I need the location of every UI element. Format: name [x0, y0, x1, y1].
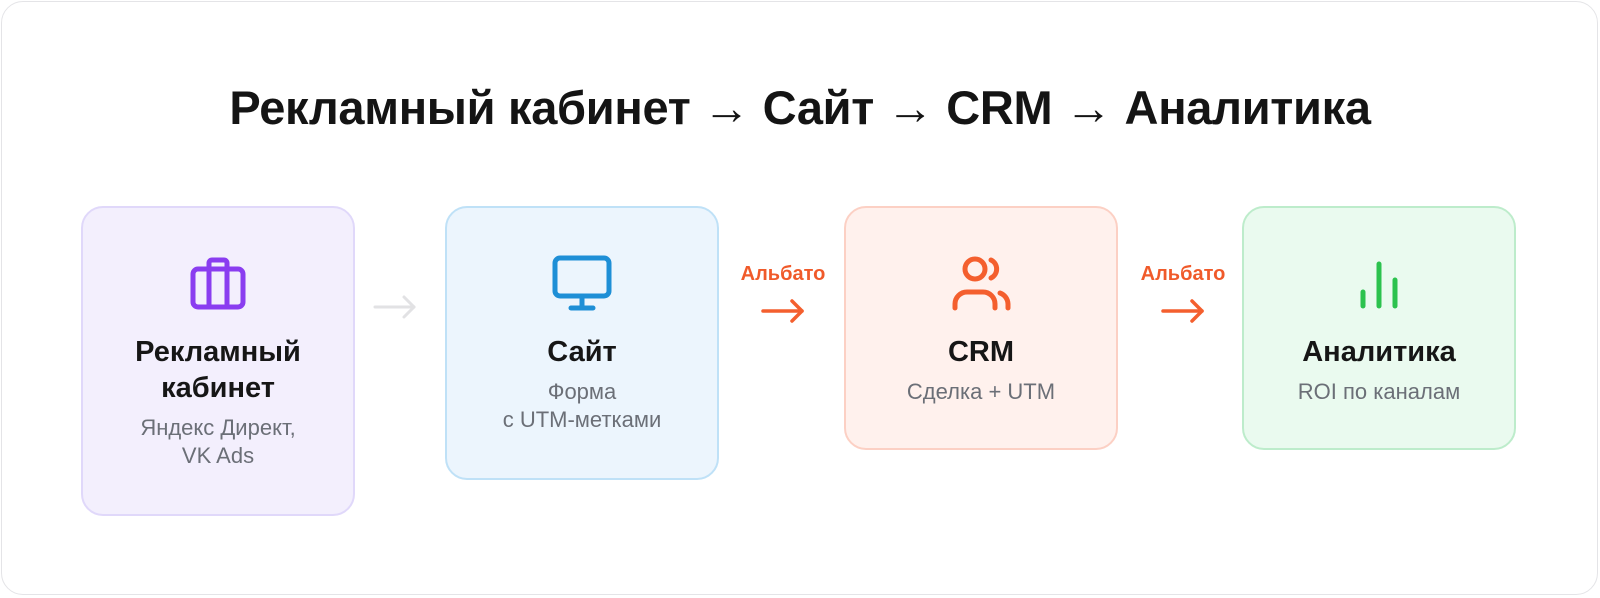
- card-name-line: Сайт: [547, 336, 617, 368]
- card-name-line: Аналитика: [1302, 336, 1456, 368]
- card-name: Сайт: [447, 334, 717, 370]
- card-description-line: Сделка + UTM: [906, 379, 1056, 404]
- arrow-right-icon: [1133, 296, 1233, 326]
- card-ad-account: Рекламный кабинет Яндекс Директ, VK Ads: [81, 206, 355, 516]
- users-icon: [949, 252, 1013, 316]
- connector-site-to-crm: Альбато: [733, 262, 833, 326]
- card-description-line: Яндекс Директ,: [140, 415, 296, 440]
- card-description-line: с UTM-метками: [502, 407, 662, 432]
- connector-ads-to-site: [345, 258, 445, 322]
- card-name: Аналитика: [1244, 334, 1514, 370]
- card-description-line: Форма: [547, 379, 617, 404]
- arrow-right-icon: [345, 292, 445, 322]
- card-crm: CRM Сделка + UTM: [844, 206, 1118, 450]
- connector-crm-to-analytics: Альбато: [1133, 262, 1233, 326]
- connector-label: [345, 258, 445, 282]
- card-name: Рекламный кабинет: [83, 334, 353, 406]
- card-name-line: Рекламный: [135, 336, 301, 368]
- connector-label: Альбато: [740, 263, 826, 285]
- card-website: Сайт Форма с UTM-метками: [445, 206, 719, 480]
- card-name-line: CRM: [947, 336, 1015, 368]
- card-description-line: VK Ads: [181, 443, 255, 468]
- card-description: Яндекс Директ, VK Ads: [83, 414, 353, 470]
- bar-chart-icon: [1347, 252, 1411, 316]
- monitor-icon: [550, 252, 614, 316]
- card-description: Форма с UTM-метками: [447, 378, 717, 434]
- card-description: ROI по каналам: [1244, 378, 1514, 406]
- card-name-line: кабинет: [161, 372, 275, 404]
- diagram-title: Рекламный кабинет → Сайт → CRM → Аналити…: [229, 81, 1371, 134]
- connector-label: Альбато: [1140, 263, 1226, 285]
- card-name: CRM: [846, 334, 1116, 370]
- card-description: Сделка + UTM: [846, 378, 1116, 406]
- card-description-line: ROI по каналам: [1297, 379, 1461, 404]
- arrow-right-icon: [733, 296, 833, 326]
- card-analytics: Аналитика ROI по каналам: [1242, 206, 1516, 450]
- briefcase-icon: [186, 252, 250, 316]
